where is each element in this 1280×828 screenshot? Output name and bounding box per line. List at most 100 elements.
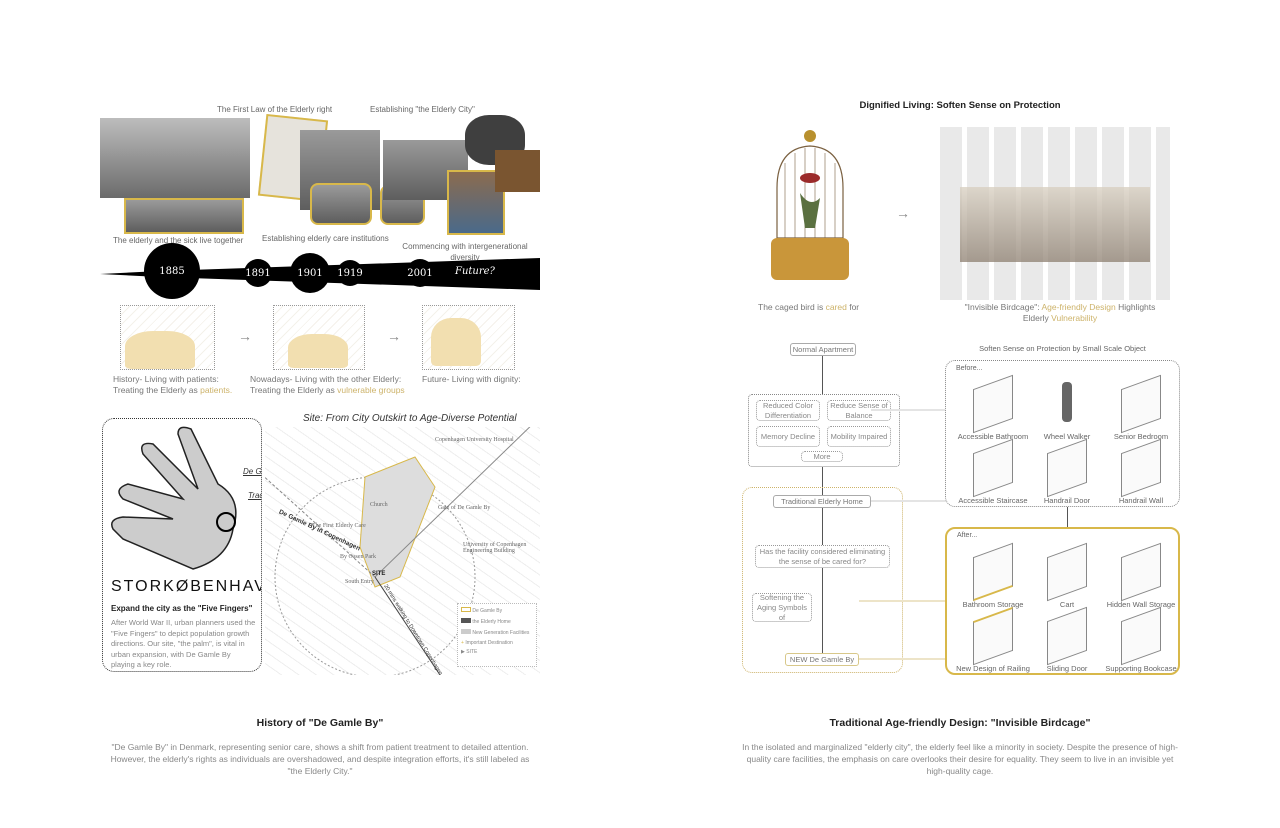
- flow-connector: [822, 508, 823, 653]
- hand-map-icon: [111, 426, 237, 570]
- sketch-future: [422, 305, 515, 370]
- five-fingers-description: After World War II, urban planners used …: [111, 618, 256, 669]
- map-label-hospital: Copenhagen University Hospital: [435, 437, 514, 443]
- stage-highlight: vulnerable groups: [337, 385, 405, 395]
- caption-line: Elderly Vulnerability: [940, 313, 1180, 324]
- bathroom-icon: [973, 374, 1013, 434]
- item-label: Handrail Door: [1043, 496, 1091, 505]
- bathroom-storage-icon: [973, 542, 1013, 602]
- bookcase-icon: [1121, 606, 1161, 666]
- sketch-history: [120, 305, 215, 370]
- before-label: Before...: [956, 365, 983, 372]
- factors-group: [748, 394, 900, 467]
- label-first-law: The First Law of the Elderly right: [217, 105, 333, 114]
- flow-connector: [1067, 507, 1068, 527]
- after-item: Supporting Bookcase: [1104, 606, 1178, 673]
- site-map: Copenhagen University Hospital Church Ga…: [265, 427, 540, 676]
- item-label: Accessible Staircase: [958, 496, 1028, 505]
- connector-before: [871, 409, 946, 502]
- map-label-first-care: The First Elderly Care: [312, 523, 366, 529]
- cart-icon: [1047, 542, 1087, 602]
- door-icon: [1047, 438, 1087, 498]
- new-de-gamle-by-box: NEW De Gamle By: [785, 653, 859, 666]
- stage-highlight: patients.: [200, 385, 233, 395]
- history-paragraph: "De Gamle By" in Denmark, representing s…: [110, 742, 530, 776]
- item-label: Handrail Wall: [1118, 496, 1164, 505]
- normal-apartment-box: Normal Apartment: [790, 343, 856, 356]
- year-future: Future?: [455, 266, 495, 277]
- sliding-door-icon: [1047, 606, 1087, 666]
- wall-icon: [1121, 438, 1161, 498]
- flow-connector: [822, 355, 823, 395]
- invisible-caption: "Invisible Birdcage": Age-friendly Desig…: [940, 302, 1180, 324]
- label-sick-together: The elderly and the sick live together: [113, 236, 244, 245]
- objects-title: Soften Sense on Protection by Small Scal…: [979, 344, 1146, 353]
- walker-icon: [1047, 382, 1087, 426]
- before-item: Accessible Staircase: [956, 438, 1030, 505]
- birdcage-heading: Dignified Living: Soften Sense on Protec…: [859, 100, 1061, 111]
- sketch-nowadays: [273, 305, 365, 370]
- after-item: Bathroom Storage: [956, 542, 1030, 609]
- traditional-home-box: Traditional Elderly Home: [773, 495, 871, 508]
- factor-box: Reduced Color Differentiation: [756, 400, 820, 421]
- patients-photo: [124, 198, 244, 234]
- map-label-church: Church: [370, 502, 388, 508]
- year-1885: 1885: [144, 243, 200, 299]
- item-label: New Design of Railing: [956, 664, 1030, 673]
- stage-history-caption: History- Living with patients: Treating …: [113, 374, 232, 396]
- year-1901: 1901: [290, 253, 330, 293]
- elderly-group-photo: [310, 183, 372, 225]
- arrow-right-icon: →: [387, 328, 401, 344]
- birdcage-design-heading: Traditional Age-friendly Design: "Invisi…: [829, 717, 1091, 729]
- caption-text: for: [846, 302, 860, 312]
- label-de-gamle-by: De Gamle By: [243, 467, 262, 476]
- label-care-institutions: Establishing elderly care institutions: [262, 234, 389, 243]
- before-item: Accessible Bathroom: [956, 374, 1030, 441]
- map-label-south-entry: South Entry: [345, 579, 374, 585]
- connector-after: [859, 600, 946, 660]
- stage-line: History- Living with patients:: [113, 374, 219, 384]
- more-box: More: [801, 451, 843, 462]
- site-title: Site: From City Outskirt to Age-Diverse …: [303, 413, 517, 424]
- legend-label: the Elderly Home: [472, 619, 511, 625]
- birdcage-design-paragraph: In the isolated and marginalized "elderl…: [742, 742, 1178, 776]
- map-label-gate: Gate of De Gamle By: [438, 505, 491, 511]
- caption-text: Elderly: [1022, 313, 1052, 323]
- before-item: Handrail Door: [1030, 438, 1104, 505]
- caption-highlight: Vulnerability: [1051, 313, 1098, 323]
- before-item: Wheel Walker: [1030, 382, 1104, 441]
- legend-item: + Important Destination: [461, 640, 513, 646]
- after-item: New Design of Railing: [956, 606, 1030, 673]
- stage-prefix: Treating the Elderly as: [113, 385, 201, 395]
- legend-item: New Generation Facilities: [461, 629, 533, 636]
- item-label: Sliding Door: [1046, 664, 1088, 673]
- legend-item: the Elderly Home: [461, 618, 533, 625]
- item-label: Wheel Walker: [1043, 432, 1091, 441]
- caption-text: The caged bird is: [758, 302, 826, 312]
- stage-future-caption: Future- Living with dignity:: [422, 374, 521, 385]
- question-box: Has the facility considered eliminating …: [755, 545, 890, 568]
- home-group: [742, 487, 903, 673]
- item-label: Supporting Bookcase: [1105, 664, 1177, 673]
- before-item: Senior Bedroom: [1104, 374, 1178, 441]
- after-item: Sliding Door: [1030, 606, 1104, 673]
- flow-connector: [822, 467, 823, 495]
- caption-highlight: Age-friendly Design: [1041, 302, 1116, 312]
- label-intergenerational: Commencing with intergenerational divers…: [402, 242, 528, 262]
- wall-storage-icon: [1121, 542, 1161, 602]
- map-legend: De Gamle By the Elderly Home New Generat…: [457, 603, 537, 667]
- map-label-uni: University of Copenhagen Engineering Bui…: [463, 542, 527, 554]
- cage-caption: The caged bird is cared for: [758, 302, 859, 313]
- stage-prefix: Treating the Elderly as: [250, 385, 338, 395]
- stage-line: Treating the Elderly as vulnerable group…: [250, 385, 405, 396]
- label-downtown: Traditional Copenhagen Downtown: [248, 491, 261, 500]
- after-group: After...: [945, 527, 1180, 675]
- map-label-site: SITE: [372, 571, 386, 577]
- caption-text: "Invisible Birdcage":: [964, 302, 1042, 312]
- birdcage-image: [771, 130, 849, 280]
- stage-line: Treating the Elderly as patients.: [113, 385, 232, 396]
- factor-box: Mobility Impaired: [827, 426, 891, 447]
- legend-item: De Gamle By: [461, 607, 533, 614]
- item-label: Accessible Bathroom: [957, 432, 1029, 441]
- staircase-icon: [973, 438, 1013, 498]
